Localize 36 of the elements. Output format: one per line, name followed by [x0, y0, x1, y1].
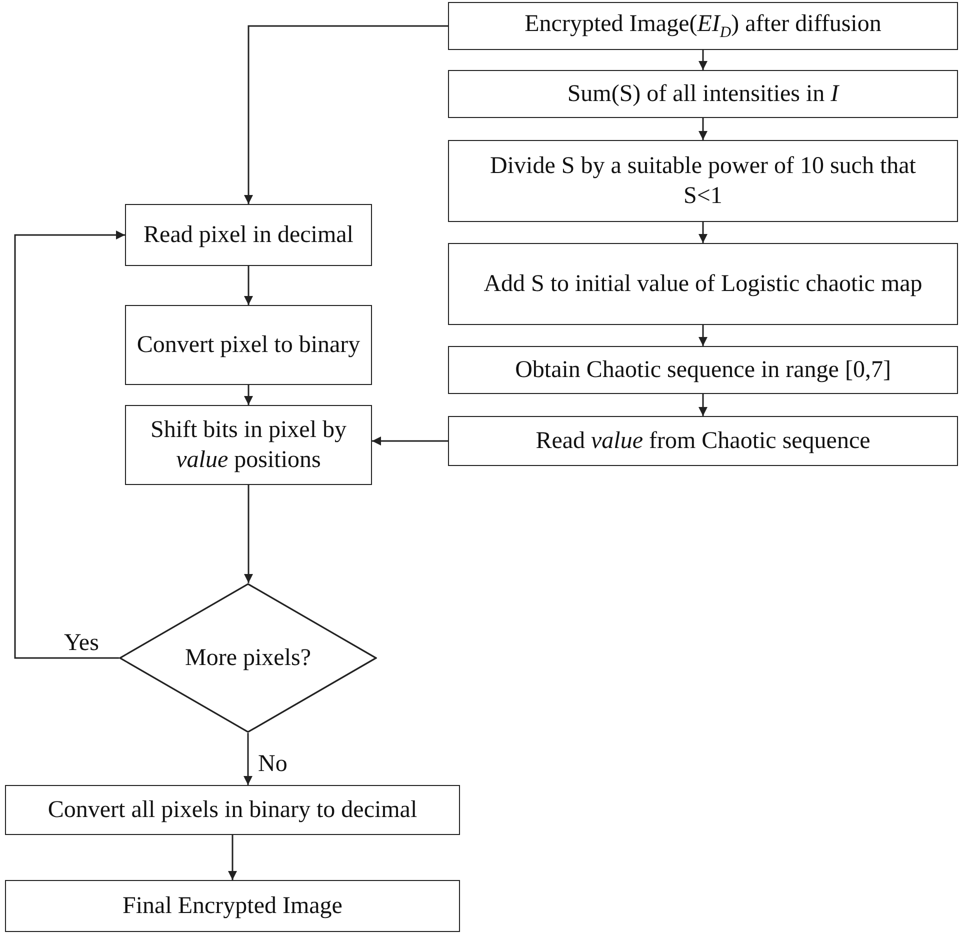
node-text: Add S to initial value of Logistic chaotic map [484, 270, 922, 299]
arrow [244, 733, 252, 785]
node-text: Convert pixel to binary [136, 331, 360, 360]
arrow [244, 485, 253, 583]
arrow [698, 325, 708, 346]
node-text: Shift bits in pixel by value positions [149, 416, 348, 475]
arrow [228, 835, 237, 880]
node-text: Read pixel in decimal [144, 221, 354, 250]
node-text: Convert all pixels in binary to decimal [48, 796, 418, 825]
arrow [698, 394, 708, 416]
node-text: More pixels? [185, 644, 311, 673]
process-box [125, 405, 372, 485]
node-text: Final Encrypted Image [122, 892, 342, 921]
arrow [698, 118, 708, 140]
arrow [372, 436, 448, 446]
node-text: Obtain Chaotic sequence in range [0,7] [515, 356, 891, 385]
arrow [698, 222, 708, 243]
arrow [244, 25, 448, 204]
process-box [125, 204, 372, 266]
arrow [244, 266, 253, 305]
process-box [448, 140, 958, 222]
node-text: Divide S by a suitable power of 10 such that S<1 [489, 152, 917, 211]
process-box [5, 880, 460, 932]
process-box [448, 346, 958, 394]
node-text: Encrypted Image(EI$_{D}$) after diffusion [524, 10, 882, 43]
arrow [698, 50, 708, 70]
process-box [448, 416, 958, 466]
process-box [448, 70, 958, 118]
node-text: Read value from Chaotic sequence [536, 427, 870, 456]
process-box [448, 2, 958, 50]
process-box [5, 785, 460, 835]
arrow [244, 385, 253, 405]
process-box [125, 305, 372, 385]
process-box [448, 243, 958, 325]
node-text: Sum(S) of all intensities in I [567, 80, 839, 109]
arrow [14, 230, 125, 659]
